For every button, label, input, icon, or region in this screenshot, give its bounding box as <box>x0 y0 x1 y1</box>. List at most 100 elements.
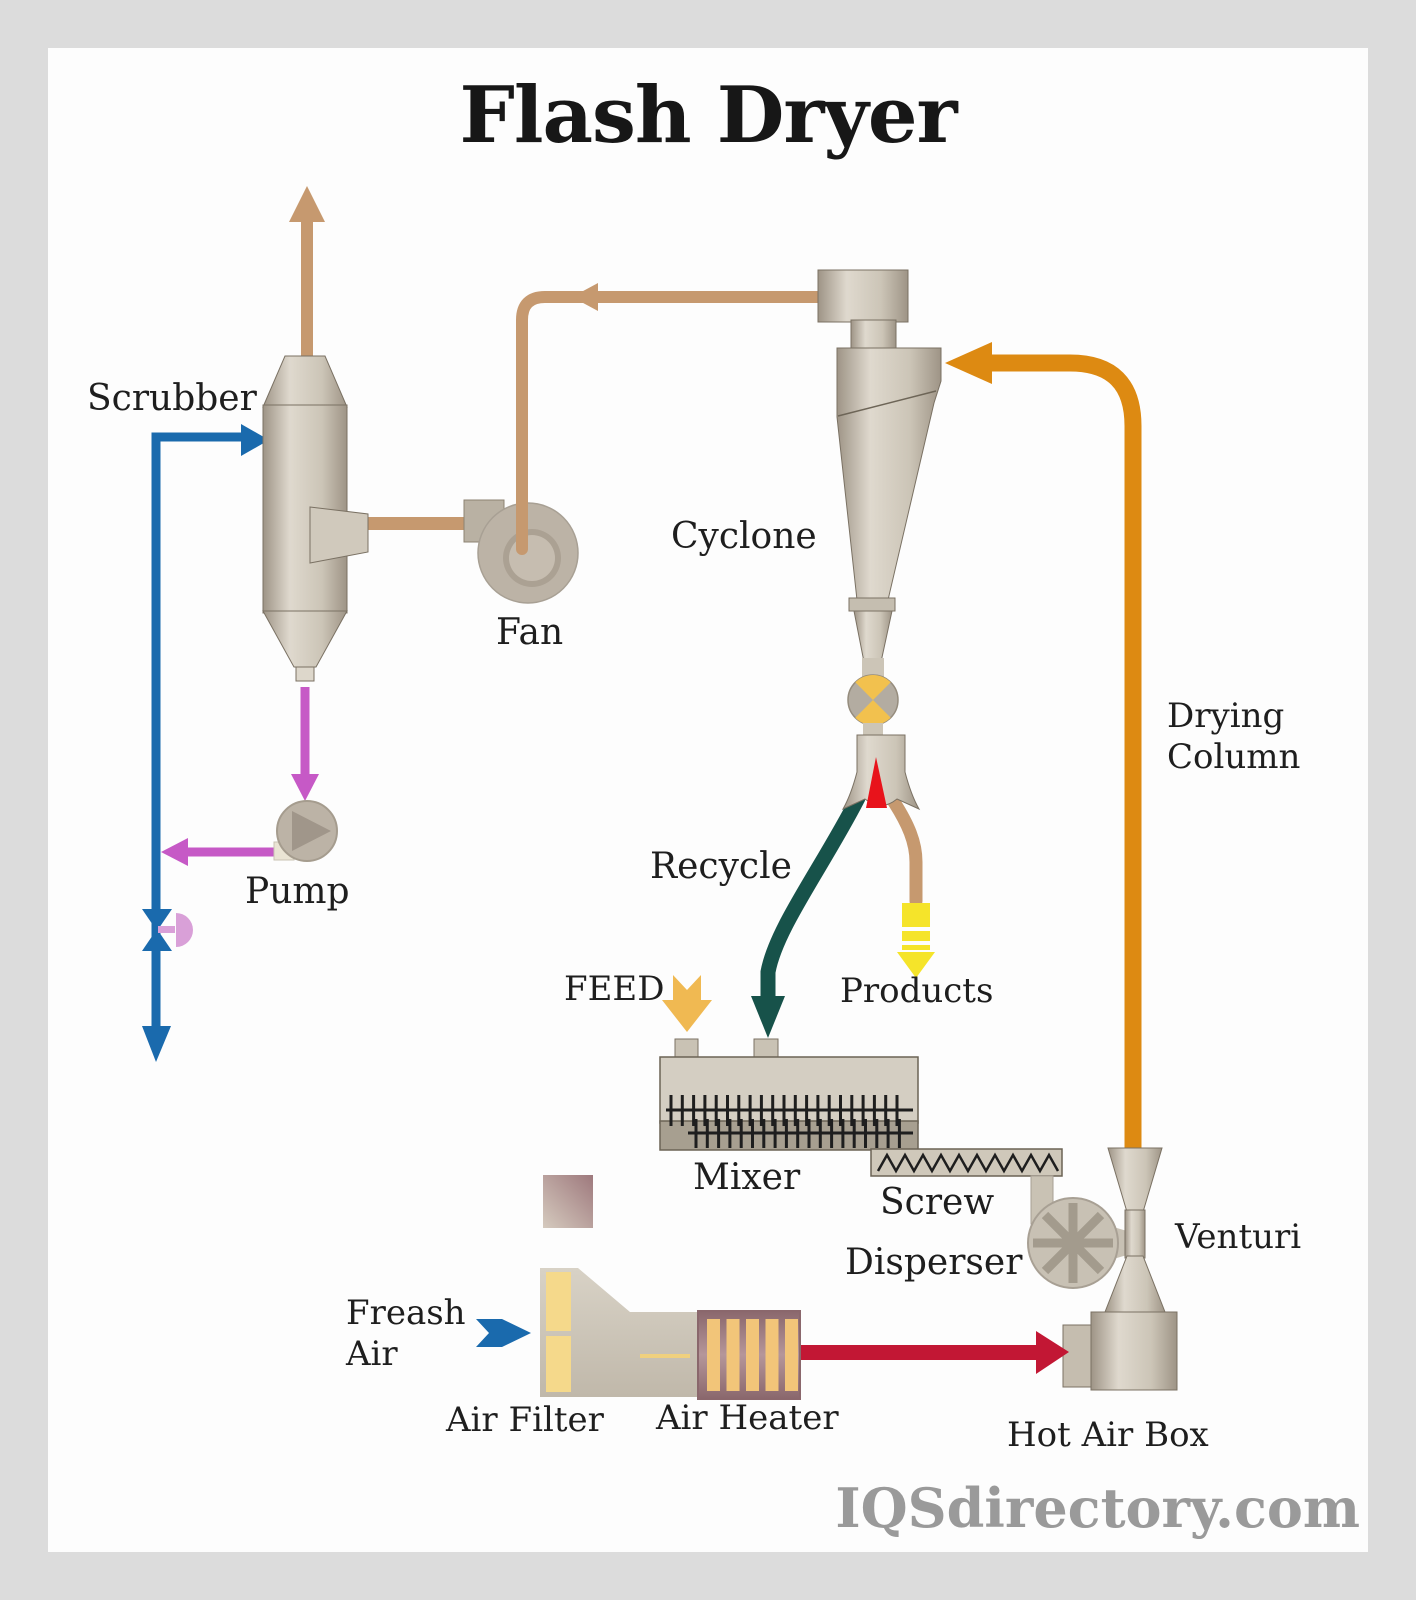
cyclone <box>817 269 942 678</box>
air-filter-accent-line <box>640 1354 690 1358</box>
fan <box>463 499 579 604</box>
fan-hub <box>509 535 555 581</box>
venturi-throat <box>1124 1209 1146 1259</box>
hot-air-box <box>1062 1311 1178 1391</box>
label-scrubber: Scrubber <box>87 378 257 419</box>
air-heater-elements-icon <box>707 1319 798 1391</box>
cyclone-outlet-tube <box>862 658 884 678</box>
water-line-blue <box>142 424 269 1062</box>
cyclone-scroll-seam <box>837 390 937 417</box>
cyclone-outlet-box <box>817 269 909 323</box>
label-disperser: Disperser <box>845 1242 1023 1283</box>
label-feed: FEED <box>564 969 665 1009</box>
scrubber-top-cone <box>262 355 348 408</box>
label-recycle: Recycle <box>650 846 792 887</box>
cyclone-fan-arrow-icon <box>572 283 598 311</box>
gradient-square <box>543 1175 593 1228</box>
label-drying-column: Drying Column <box>1167 696 1300 779</box>
disperser <box>1027 1197 1127 1289</box>
scrubber-side-nozzle <box>309 506 369 564</box>
rotary-valve-bottom-vane <box>855 700 891 726</box>
products-arrow <box>897 903 935 978</box>
cyclone-neck <box>850 319 897 351</box>
scrubber-vessel <box>262 355 369 682</box>
scrubber-fan-pipe <box>364 517 466 530</box>
label-screw: Screw <box>880 1182 995 1223</box>
cyclone-fan-pipe <box>516 283 824 555</box>
venturi-upper-cone <box>1107 1147 1163 1213</box>
products-arrow-seg3 <box>902 945 930 950</box>
recycle-line <box>760 790 866 1006</box>
label-mixer: Mixer <box>693 1157 801 1198</box>
air-filter-housing <box>540 1268 698 1397</box>
pump-discharge-arrow-icon <box>161 838 188 866</box>
hot-air-line <box>799 1331 1069 1374</box>
screw-housing <box>870 1148 1063 1177</box>
disperser-spokes-icon <box>1033 1203 1113 1283</box>
rotary-valve-outlet <box>863 723 883 737</box>
label-fresh-air: Freash Air <box>346 1293 466 1376</box>
mixer-paddle-row-top <box>666 1095 913 1126</box>
stack-arrow-icon <box>289 186 325 222</box>
watermark: IQSdirectory.com <box>835 1476 1360 1540</box>
products-arrow-seg1 <box>902 903 930 927</box>
products-arrow-seg2 <box>902 931 930 941</box>
label-fresh-air-line1: Freash <box>346 1293 466 1333</box>
cyclone-fan-pipe-path <box>516 291 824 555</box>
pump-impeller-icon <box>292 811 331 851</box>
label-pump: Pump <box>245 871 350 912</box>
scrubber-shell <box>262 404 348 614</box>
hot-air-box-body <box>1090 1311 1178 1391</box>
pump <box>273 800 338 862</box>
screw-flight-icon <box>876 1152 1060 1174</box>
air-filter-panel-top <box>546 1272 571 1331</box>
label-products: Products <box>840 971 994 1011</box>
rotary-valve <box>847 674 899 737</box>
label-drying-column-line2: Column <box>1167 737 1301 778</box>
exhaust-lines-tan <box>289 186 466 530</box>
mixer-recycle-nozzle <box>753 1038 779 1059</box>
venturi <box>1104 1147 1166 1313</box>
air-filter-panel-bottom <box>546 1336 571 1392</box>
cyclone-flange <box>848 597 896 612</box>
valve-actuator-icon <box>176 913 193 947</box>
cyclone-body <box>836 347 942 601</box>
drain-valve-bottom <box>142 929 172 951</box>
label-fan: Fan <box>496 612 564 653</box>
hot-air-box-inlet <box>1062 1324 1092 1388</box>
splitter <box>841 734 921 811</box>
products-pipe <box>887 795 923 908</box>
label-drying-column-line1: Drying <box>1167 696 1285 736</box>
rotary-valve-top-vane <box>855 674 891 700</box>
label-fresh-air-line2: Air <box>346 1334 398 1375</box>
mixer-shell-upper <box>659 1056 919 1124</box>
label-air-filter: Air Filter <box>446 1400 604 1440</box>
pump-suction-arrow-icon <box>291 774 319 801</box>
cyclone-lower-cone <box>853 610 893 663</box>
drying-column-arrow-icon <box>945 342 992 384</box>
label-air-heater: Air Heater <box>656 1398 839 1438</box>
page-title: Flash Dryer <box>459 70 957 161</box>
valve-stem <box>158 926 175 933</box>
water-pipe <box>151 432 244 1031</box>
mixer-feed-nozzle <box>674 1038 699 1059</box>
fresh-air-arrow-icon <box>476 1319 531 1347</box>
mixer-shell-lower <box>659 1120 919 1151</box>
mixer <box>659 1038 919 1151</box>
products-arrow-icon <box>897 952 935 978</box>
pump-line-magenta <box>161 687 319 866</box>
label-hot-air-box: Hot Air Box <box>1007 1415 1209 1455</box>
label-venturi: Venturi <box>1175 1217 1302 1257</box>
hot-air-arrow-icon <box>1036 1331 1069 1374</box>
mixer-paddle-row-bottom <box>688 1119 913 1148</box>
hot-air-pipe <box>799 1345 1041 1360</box>
stack-arrow-shaft <box>301 216 313 364</box>
splitter-flap-icon <box>866 757 887 808</box>
drain-arrow-icon <box>142 1026 171 1062</box>
venturi-lower-cone <box>1104 1255 1166 1313</box>
feed-arrow-icon <box>662 975 712 1032</box>
recycle-arrow-icon <box>751 996 785 1038</box>
scrubber-bottom-cone <box>262 610 348 668</box>
water-inlet-arrow-icon <box>241 424 269 456</box>
